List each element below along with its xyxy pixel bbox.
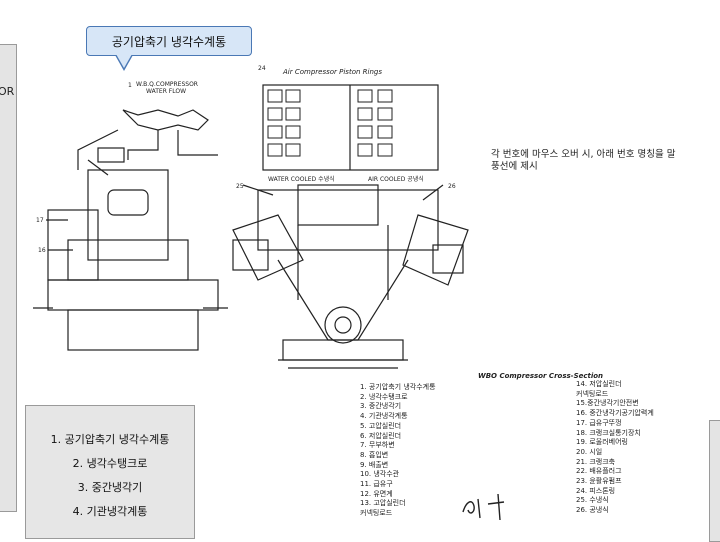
part-list-item: 1. 공기압축기 냉각수계통 bbox=[360, 383, 436, 391]
part-list-item: 10. 냉각수관 bbox=[360, 470, 400, 479]
water-flow-title: W.B.Q.COMPRESSOR bbox=[136, 81, 198, 88]
part-list-item: 4. 기관냉각계통 bbox=[360, 412, 408, 421]
part-list-item: 17. 급유구뚜껑 bbox=[576, 418, 622, 427]
part-list-item: 22. 배유플러그 bbox=[576, 467, 622, 476]
part-list-item: 8. 흡입변 bbox=[360, 450, 389, 459]
callout-label: 공기압축기 냉각수계통 bbox=[111, 34, 227, 49]
part-list-item: 2. 냉각수탱크로 bbox=[360, 392, 408, 401]
part-list-item: 16. 중간냉각기공기압력계 bbox=[576, 409, 654, 418]
number-label[interactable]: 26 bbox=[448, 183, 456, 190]
legend-item: 3. 중간냉각기 bbox=[77, 481, 143, 494]
part-list-item: 15.중간냉각기안전변 bbox=[576, 399, 639, 408]
part-list-title: WBO Compressor Cross-Section bbox=[478, 372, 604, 380]
compressor-drawing: W.B.Q.COMPRESSOR WATER FLOW Air Compress… bbox=[33, 65, 469, 369]
number-label[interactable]: 16 bbox=[38, 247, 46, 254]
part-list-item: 20. 시일 bbox=[576, 447, 603, 456]
part-list-item: 9. 배출변 bbox=[360, 460, 389, 469]
part-list-item: 12. 유면계 bbox=[360, 489, 393, 498]
part-list-item: 19. 로울러베어링 bbox=[576, 438, 628, 447]
part-list-item: 커넥팅로드 bbox=[360, 509, 393, 518]
handwritten-signature bbox=[462, 493, 505, 521]
part-list-item: 26. 공냉식 bbox=[576, 506, 609, 515]
water-flow-subtitle: WATER FLOW bbox=[146, 88, 186, 95]
part-list-item: 3. 중간냉각기 bbox=[360, 402, 402, 411]
callout-bubble: 공기압축기 냉각수계통 bbox=[86, 26, 252, 56]
right-slide-panel bbox=[709, 420, 720, 542]
left-slide-panel: OR bbox=[0, 44, 17, 512]
part-list-column-2: 14. 저압실린더 커넥팅로드 15.중간냉각기안전변 16. 중간냉각기공기압… bbox=[576, 380, 654, 516]
legend-item: 1. 공기압축기 냉각수계통 bbox=[50, 433, 170, 446]
number-label[interactable]: 24 bbox=[258, 65, 266, 72]
legend-item: 2. 냉각수탱크로 bbox=[72, 457, 148, 470]
legend-item: 4. 기관냉각계통 bbox=[72, 505, 148, 518]
air-cooled-label: AIR COOLED 공냉식 bbox=[368, 175, 424, 183]
number-label[interactable]: 25 bbox=[236, 183, 244, 190]
part-list-item: 25. 수냉식 bbox=[576, 496, 609, 505]
part-list-item: 13. 고압실린더 bbox=[360, 499, 406, 508]
part-list-item: 24. 피스톤링 bbox=[576, 486, 616, 495]
part-list-item: 커넥팅로드 bbox=[576, 389, 609, 398]
number-label[interactable]: 1 bbox=[128, 82, 132, 89]
water-cooled-label: WATER COOLED 수냉식 bbox=[268, 175, 335, 183]
part-list-item: 5. 고압실린더 bbox=[360, 421, 402, 430]
number-label[interactable]: 17 bbox=[36, 217, 44, 224]
hover-hint-text: 각 번호에 마우스 오버 시, 아래 번호 명칭을 말풍선에 제시 bbox=[491, 149, 676, 172]
left-panel-fragment: OR bbox=[0, 85, 15, 98]
legend-box: 1. 공기압축기 냉각수계통 2. 냉각수탱크로 3. 중간냉각기 4. 기관냉… bbox=[25, 405, 195, 539]
part-list-item: 7. 무부하변 bbox=[360, 441, 395, 450]
part-list-item: 21. 크랭크축 bbox=[576, 457, 616, 466]
part-list-item: 11. 급유구 bbox=[360, 480, 393, 489]
part-list-column-1: 1. 공기압축기 냉각수계통 2. 냉각수탱크로 3. 중간냉각기 4. 기관냉… bbox=[360, 383, 436, 519]
part-list-item: 6. 저압실린더 bbox=[360, 431, 402, 440]
part-list-item: 23. 윤활유펌프 bbox=[576, 477, 622, 486]
piston-rings-title: Air Compressor Piston Rings bbox=[282, 68, 382, 76]
part-list-item: 18. 크랭크실통기장치 bbox=[576, 428, 641, 437]
part-list-item: 14. 저압실린더 bbox=[576, 380, 622, 388]
